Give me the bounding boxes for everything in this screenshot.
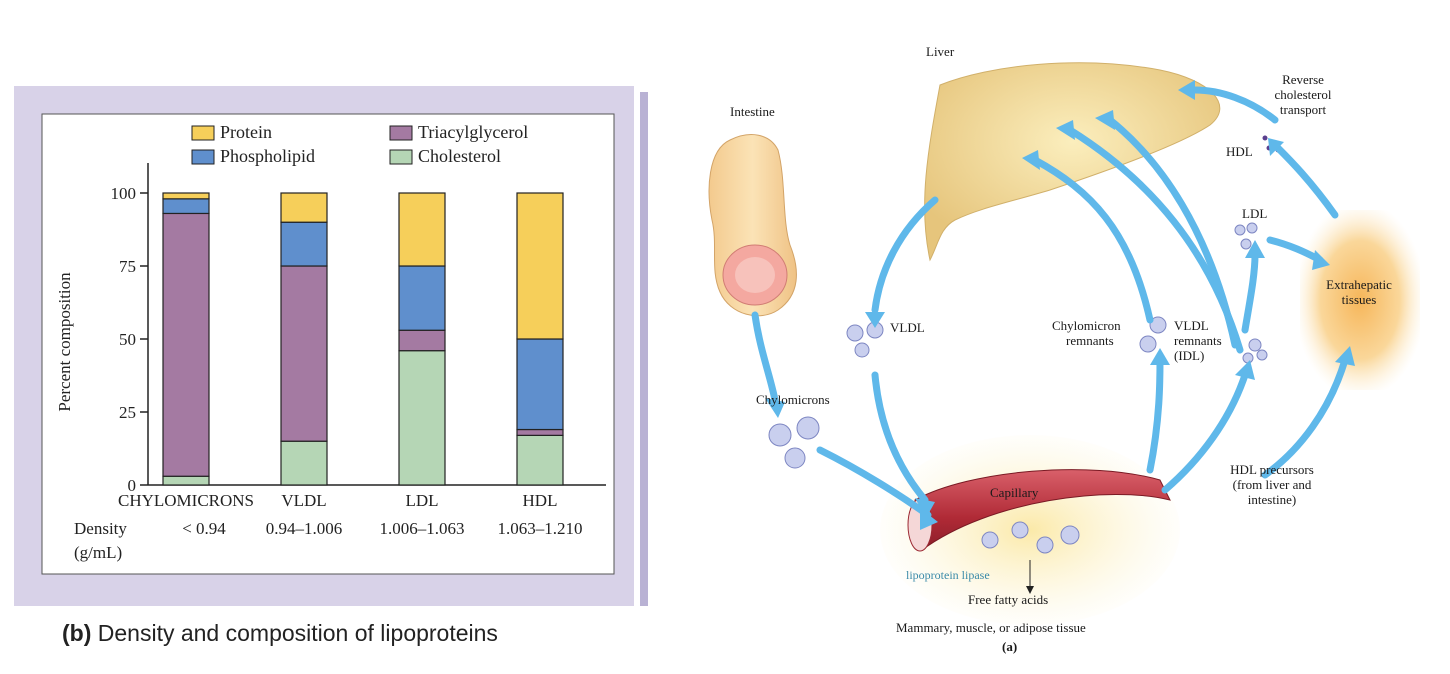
- bar-chylomicrons-triacylglycerol: [162, 212, 210, 477]
- y-tick-label-75: 75: [119, 257, 136, 276]
- label-liver: Liver: [926, 44, 955, 59]
- label-free-fatty-acids: Free fatty acids: [968, 592, 1049, 607]
- bar-ldl-triacylglycerol: [398, 329, 446, 352]
- chart-frame-edge: [640, 92, 648, 606]
- y-tick-label-100: 100: [111, 184, 137, 203]
- label-tissue: Mammary, muscle, or adipose tissue: [896, 620, 1086, 635]
- fatty-acid-arrow-head: [1026, 586, 1034, 594]
- label-capillary: Capillary: [990, 485, 1039, 500]
- bar-ldl-protein: [398, 192, 446, 267]
- label-vldl: VLDL: [890, 320, 925, 335]
- density-label: Density (g/mL): [74, 519, 131, 562]
- legend-label-triacylglycerol: Triacylglycerol: [418, 122, 528, 142]
- legend-label-phospholipid: Phospholipid: [220, 146, 315, 166]
- label-panel-a: (a): [1002, 639, 1018, 654]
- bars: [162, 192, 564, 486]
- label-hdl-precursors: HDL precursors (from liver and intestine…: [1230, 462, 1314, 507]
- legend-swatch-cholesterol: [389, 149, 413, 165]
- legend-label-protein: Protein: [220, 122, 272, 142]
- liver-shape: [924, 62, 1221, 262]
- bar-chylomicrons-protein: [162, 192, 210, 200]
- y-tick-label-0: 0: [128, 476, 137, 495]
- label-lipoprotein-lipase: lipoprotein lipase: [906, 568, 990, 582]
- density-value-chylomicrons: < 0.94: [182, 519, 226, 538]
- density-value-ldl: 1.006–1.063: [380, 519, 465, 538]
- bar-hdl-protein: [516, 192, 564, 340]
- label-extrahepatic: Extrahepatic tissues: [1326, 277, 1392, 307]
- bar-vldl-triacylglycerol: [280, 265, 328, 442]
- extrahepatic-tissue-shape: [1300, 210, 1420, 390]
- legend-label-cholesterol: Cholesterol: [418, 146, 501, 166]
- lipoprotein-particles: [768, 222, 1268, 554]
- y-axis-label: Percent composition: [55, 272, 74, 412]
- x-label-ldl: LDL: [405, 491, 438, 510]
- caption-text: Density and composition of lipoproteins: [91, 620, 498, 646]
- bar-vldl-phospholipid: [280, 221, 328, 267]
- label-chylomicrons: Chylomicrons: [756, 392, 830, 407]
- bar-ldl-cholesterol: [398, 350, 446, 486]
- x-axis-labels: CHYLOMICRONS < 0.94 VLDL 0.94–1.006 LDL 1.006…: [118, 491, 583, 538]
- capillary-vessel: [914, 469, 1171, 551]
- transport-arrows: [751, 86, 1349, 519]
- density-value-vldl: 0.94–1.006: [266, 519, 343, 538]
- y-axis: 0 25 50 75 100: [111, 163, 606, 495]
- bar-vldl-protein: [280, 192, 328, 223]
- legend-swatch-triacylglycerol: [389, 125, 413, 141]
- label-vldl-remnants: VLDL remnants (IDL): [1174, 318, 1222, 363]
- intestine-lumen-inner: [735, 257, 775, 293]
- caption-prefix: (b): [62, 620, 92, 646]
- legend-swatch-phospholipid: [191, 149, 215, 165]
- bar-vldl-cholesterol: [280, 440, 328, 486]
- x-label-vldl: VLDL: [281, 491, 326, 510]
- label-reverse-transport: Reverse cholesterol transport: [1274, 72, 1332, 117]
- bar-hdl-triacylglycerol: [516, 428, 564, 436]
- label-chylomicron-remnants: Chylomicron remnants: [1052, 318, 1121, 348]
- label-hdl: HDL: [1226, 144, 1253, 159]
- bar-ldl-phospholipid: [398, 265, 446, 331]
- lipoprotein-transport-diagram: Liver Intestine Reverse cholesterol tran…: [690, 30, 1450, 670]
- bar-hdl-cholesterol: [516, 434, 564, 486]
- arrow-heads: [765, 80, 1355, 530]
- y-tick-label-50: 50: [119, 330, 136, 349]
- legend-swatch-protein: [191, 125, 215, 141]
- label-intestine: Intestine: [730, 104, 775, 119]
- chart-caption: (b) Density and composition of lipoprote…: [62, 620, 498, 647]
- y-tick-label-25: 25: [119, 403, 136, 422]
- density-value-hdl: 1.063–1.210: [498, 519, 583, 538]
- bar-chylomicrons-cholesterol: [162, 475, 210, 486]
- x-label-chylomicrons: CHYLOMICRONS: [118, 491, 254, 510]
- x-label-hdl: HDL: [523, 491, 558, 510]
- bar-hdl-phospholipid: [516, 338, 564, 431]
- label-ldl: LDL: [1242, 206, 1268, 221]
- bar-chylomicrons-phospholipid: [162, 198, 210, 215]
- diagram-illustration: [708, 62, 1420, 625]
